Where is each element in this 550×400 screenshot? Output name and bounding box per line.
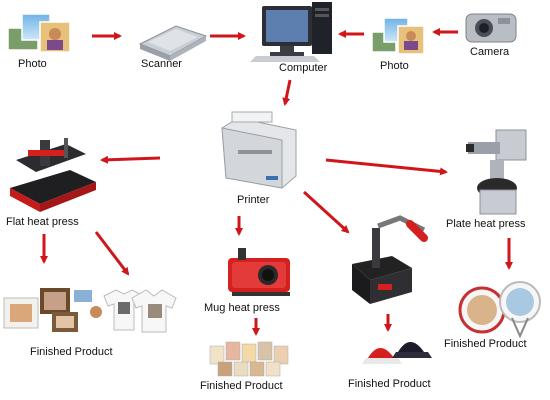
label-flat-heat-press: Flat heat press <box>6 216 79 228</box>
computer-image <box>250 2 332 62</box>
finished-mugs-image <box>210 342 288 376</box>
label-mug-heat-press: Mug heat press <box>204 302 280 314</box>
mug-heat-press-image <box>228 248 290 296</box>
photo-right-image <box>372 18 424 54</box>
camera-image <box>466 14 516 42</box>
label-plate-heat-press: Plate heat press <box>446 218 526 230</box>
label-finished-plate: Finished Product <box>444 338 527 350</box>
label-camera: Camera <box>470 46 509 58</box>
label-photo-left: Photo <box>18 58 47 70</box>
plate-heat-press-image <box>466 130 526 214</box>
finished-flat-products-image <box>4 288 102 332</box>
arrow-printer-to-flat-press <box>102 158 160 160</box>
cap-heat-press-image <box>352 218 424 304</box>
finished-plates-image <box>460 282 540 336</box>
arrow-printer-to-cap-press <box>304 192 348 232</box>
label-printer: Printer <box>237 194 269 206</box>
label-photo-right: Photo <box>380 60 409 72</box>
finished-caps-image <box>362 342 432 364</box>
printer-image <box>222 112 296 188</box>
label-scanner: Scanner <box>141 58 182 70</box>
scanner-image <box>140 26 206 61</box>
label-finished-cap: Finished Product <box>348 378 431 390</box>
arrow-printer-to-plate-press <box>326 160 446 172</box>
finished-tshirts-image <box>104 290 176 332</box>
arrow-flat-to-tshirts <box>96 232 128 274</box>
label-finished-flat: Finished Product <box>30 346 113 358</box>
arrow-computer-to-printer <box>285 80 290 104</box>
label-finished-mug: Finished Product <box>200 380 283 392</box>
flat-heat-press-image <box>10 138 96 212</box>
label-computer: Computer <box>279 62 327 74</box>
photo-left-image <box>8 14 70 52</box>
